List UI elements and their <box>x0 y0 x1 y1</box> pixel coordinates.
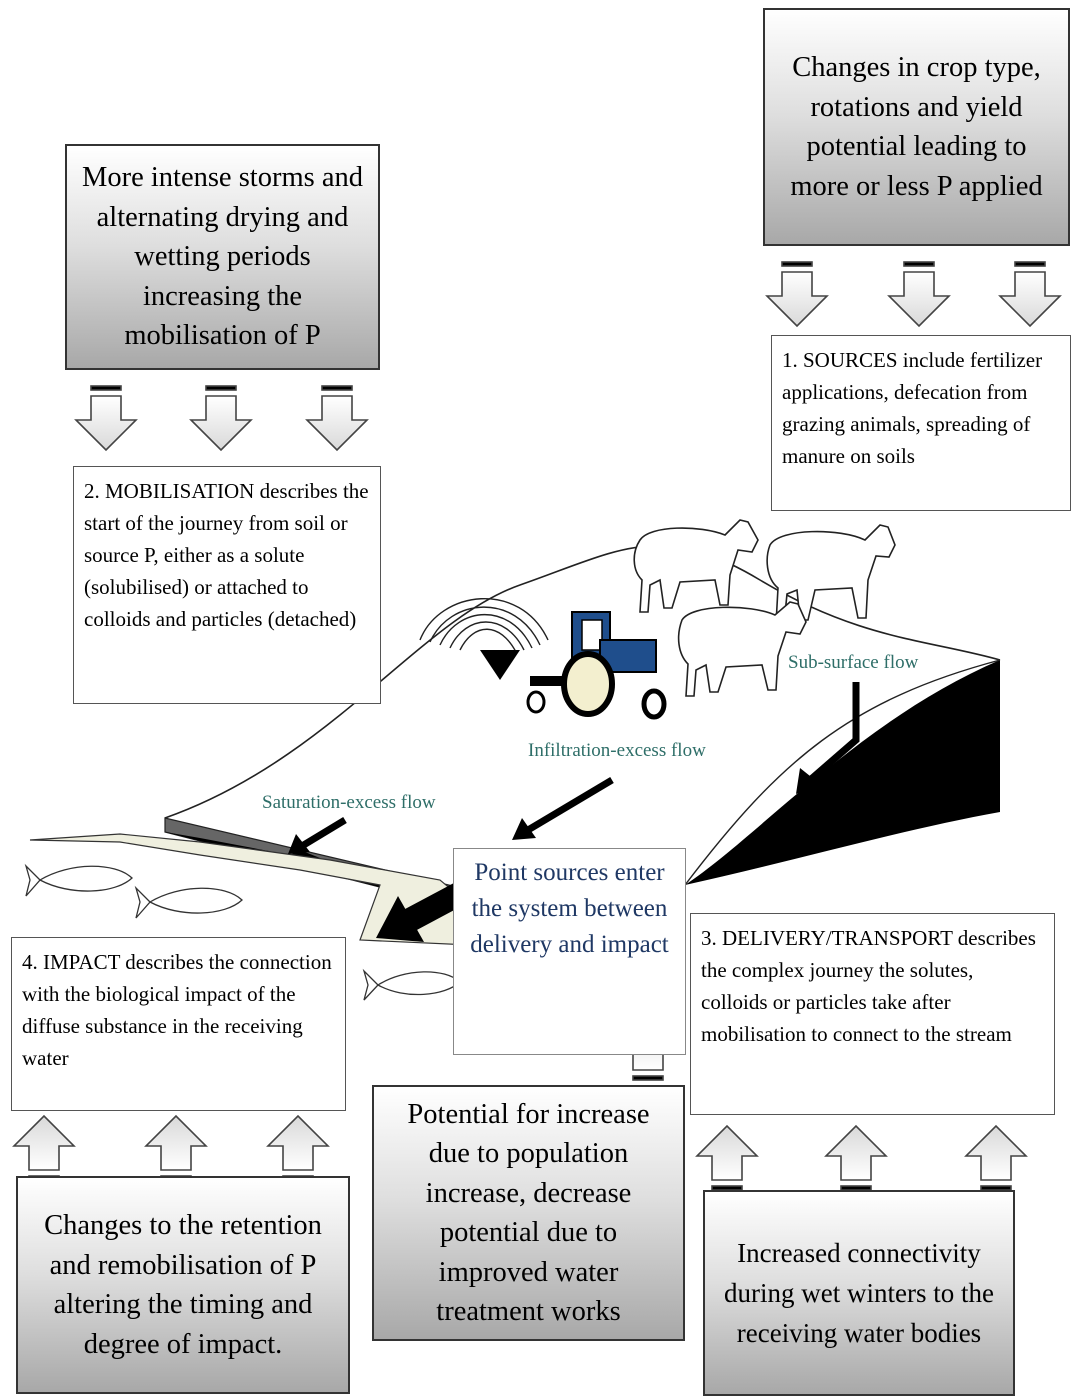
retention-box: Changes to the retention and remobilisat… <box>16 1176 350 1394</box>
down-arrow <box>74 261 1062 452</box>
infiltration-flow-label: Infiltration-excess flow <box>528 740 706 761</box>
subsurface-flow-label: Sub-surface flow <box>788 652 919 673</box>
fish-icon <box>24 863 133 897</box>
subsurface-flow-arrow <box>796 682 860 794</box>
fish-icon <box>134 885 243 919</box>
cow-icon <box>633 519 759 613</box>
population-text: Potential for increase due to population… <box>407 1098 650 1328</box>
connectivity-text: Increased connectivity during wet winter… <box>724 1238 994 1348</box>
crop-change-box: Changes in crop type, rotations and yiel… <box>763 8 1070 246</box>
infiltration-flow-arrow <box>512 776 614 840</box>
mobilisation-box: 2. MOBILISATION describes the start of t… <box>73 466 381 704</box>
connectivity-box: Increased connectivity during wet winter… <box>703 1190 1015 1396</box>
storms-text: More intense storms and alternating dryi… <box>82 162 363 352</box>
up-arrow <box>12 1014 1028 1191</box>
mobilisation-text: 2. MOBILISATION describes the start of t… <box>84 479 369 631</box>
delivery-box: 3. DELIVERY/TRANSPORT describes the comp… <box>690 913 1055 1115</box>
delivery-text: 3. DELIVERY/TRANSPORT describes the comp… <box>701 926 1036 1046</box>
impact-text: 4. IMPACT describes the connection with … <box>22 950 332 1070</box>
tractor-icon <box>419 597 667 720</box>
population-box: Potential for increase due to population… <box>372 1085 685 1341</box>
sources-box: 1. SOURCES include fertilizer applicatio… <box>771 335 1071 511</box>
saturation-flow-label: Saturation-excess flow <box>262 792 436 813</box>
retention-text: Changes to the retention and remobilisat… <box>44 1210 322 1360</box>
cow-icon <box>766 524 896 625</box>
sources-text: 1. SOURCES include fertilizer applicatio… <box>782 348 1043 468</box>
saturation-flow-arrow <box>288 817 347 854</box>
fish-icon <box>362 968 461 1001</box>
point-sources-box: Point sources enter the system between d… <box>453 848 686 1055</box>
crop-change-text: Changes in crop type, rotations and yiel… <box>790 52 1043 202</box>
cow-icon <box>677 601 807 697</box>
storms-box: More intense storms and alternating dryi… <box>65 144 380 370</box>
point-sources-text: Point sources enter the system between d… <box>470 859 669 958</box>
impact-box: 4. IMPACT describes the connection with … <box>11 937 346 1111</box>
